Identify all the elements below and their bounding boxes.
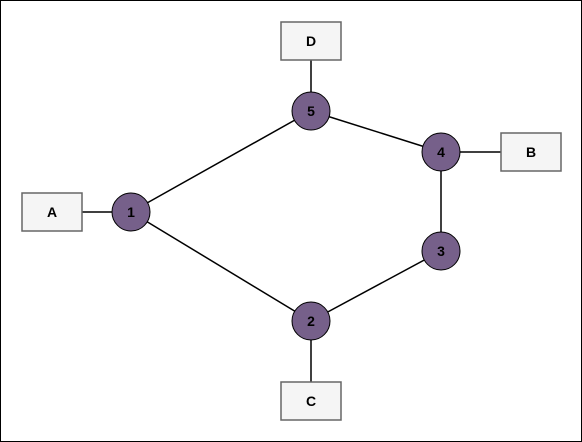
- box-a-rect: [21, 192, 83, 232]
- box-b: B: [500, 132, 562, 172]
- node-2-label: 2: [307, 313, 315, 329]
- box-d-rect: [280, 21, 342, 61]
- node-2-circle: [291, 301, 331, 341]
- node-3-circle: [421, 231, 461, 271]
- node-2: 2: [291, 301, 331, 341]
- box-a-label: A: [47, 204, 57, 220]
- box-a: A: [21, 192, 83, 232]
- box-d-label: D: [306, 33, 316, 49]
- node-5-circle: [291, 91, 331, 131]
- edge-n2-n3: [310, 250, 442, 322]
- node-4: 4: [421, 132, 461, 172]
- node-3: 3: [421, 231, 461, 271]
- box-c-label: C: [306, 393, 316, 409]
- node-1-label: 1: [127, 204, 135, 220]
- edge-n1-n5: [130, 110, 312, 213]
- box-c: C: [280, 381, 342, 421]
- node-3-label: 3: [437, 243, 445, 259]
- node-1: 1: [111, 192, 151, 232]
- edge-n4-n5: [310, 110, 442, 153]
- box-d: D: [280, 21, 342, 61]
- node-5: 5: [291, 91, 331, 131]
- node-4-circle: [421, 132, 461, 172]
- edge-n1-n2: [130, 211, 312, 322]
- box-b-rect: [500, 132, 562, 172]
- node-4-label: 4: [437, 144, 445, 160]
- box-b-label: B: [526, 144, 536, 160]
- box-c-rect: [280, 381, 342, 421]
- node-5-label: 5: [307, 103, 315, 119]
- node-1-circle: [111, 192, 151, 232]
